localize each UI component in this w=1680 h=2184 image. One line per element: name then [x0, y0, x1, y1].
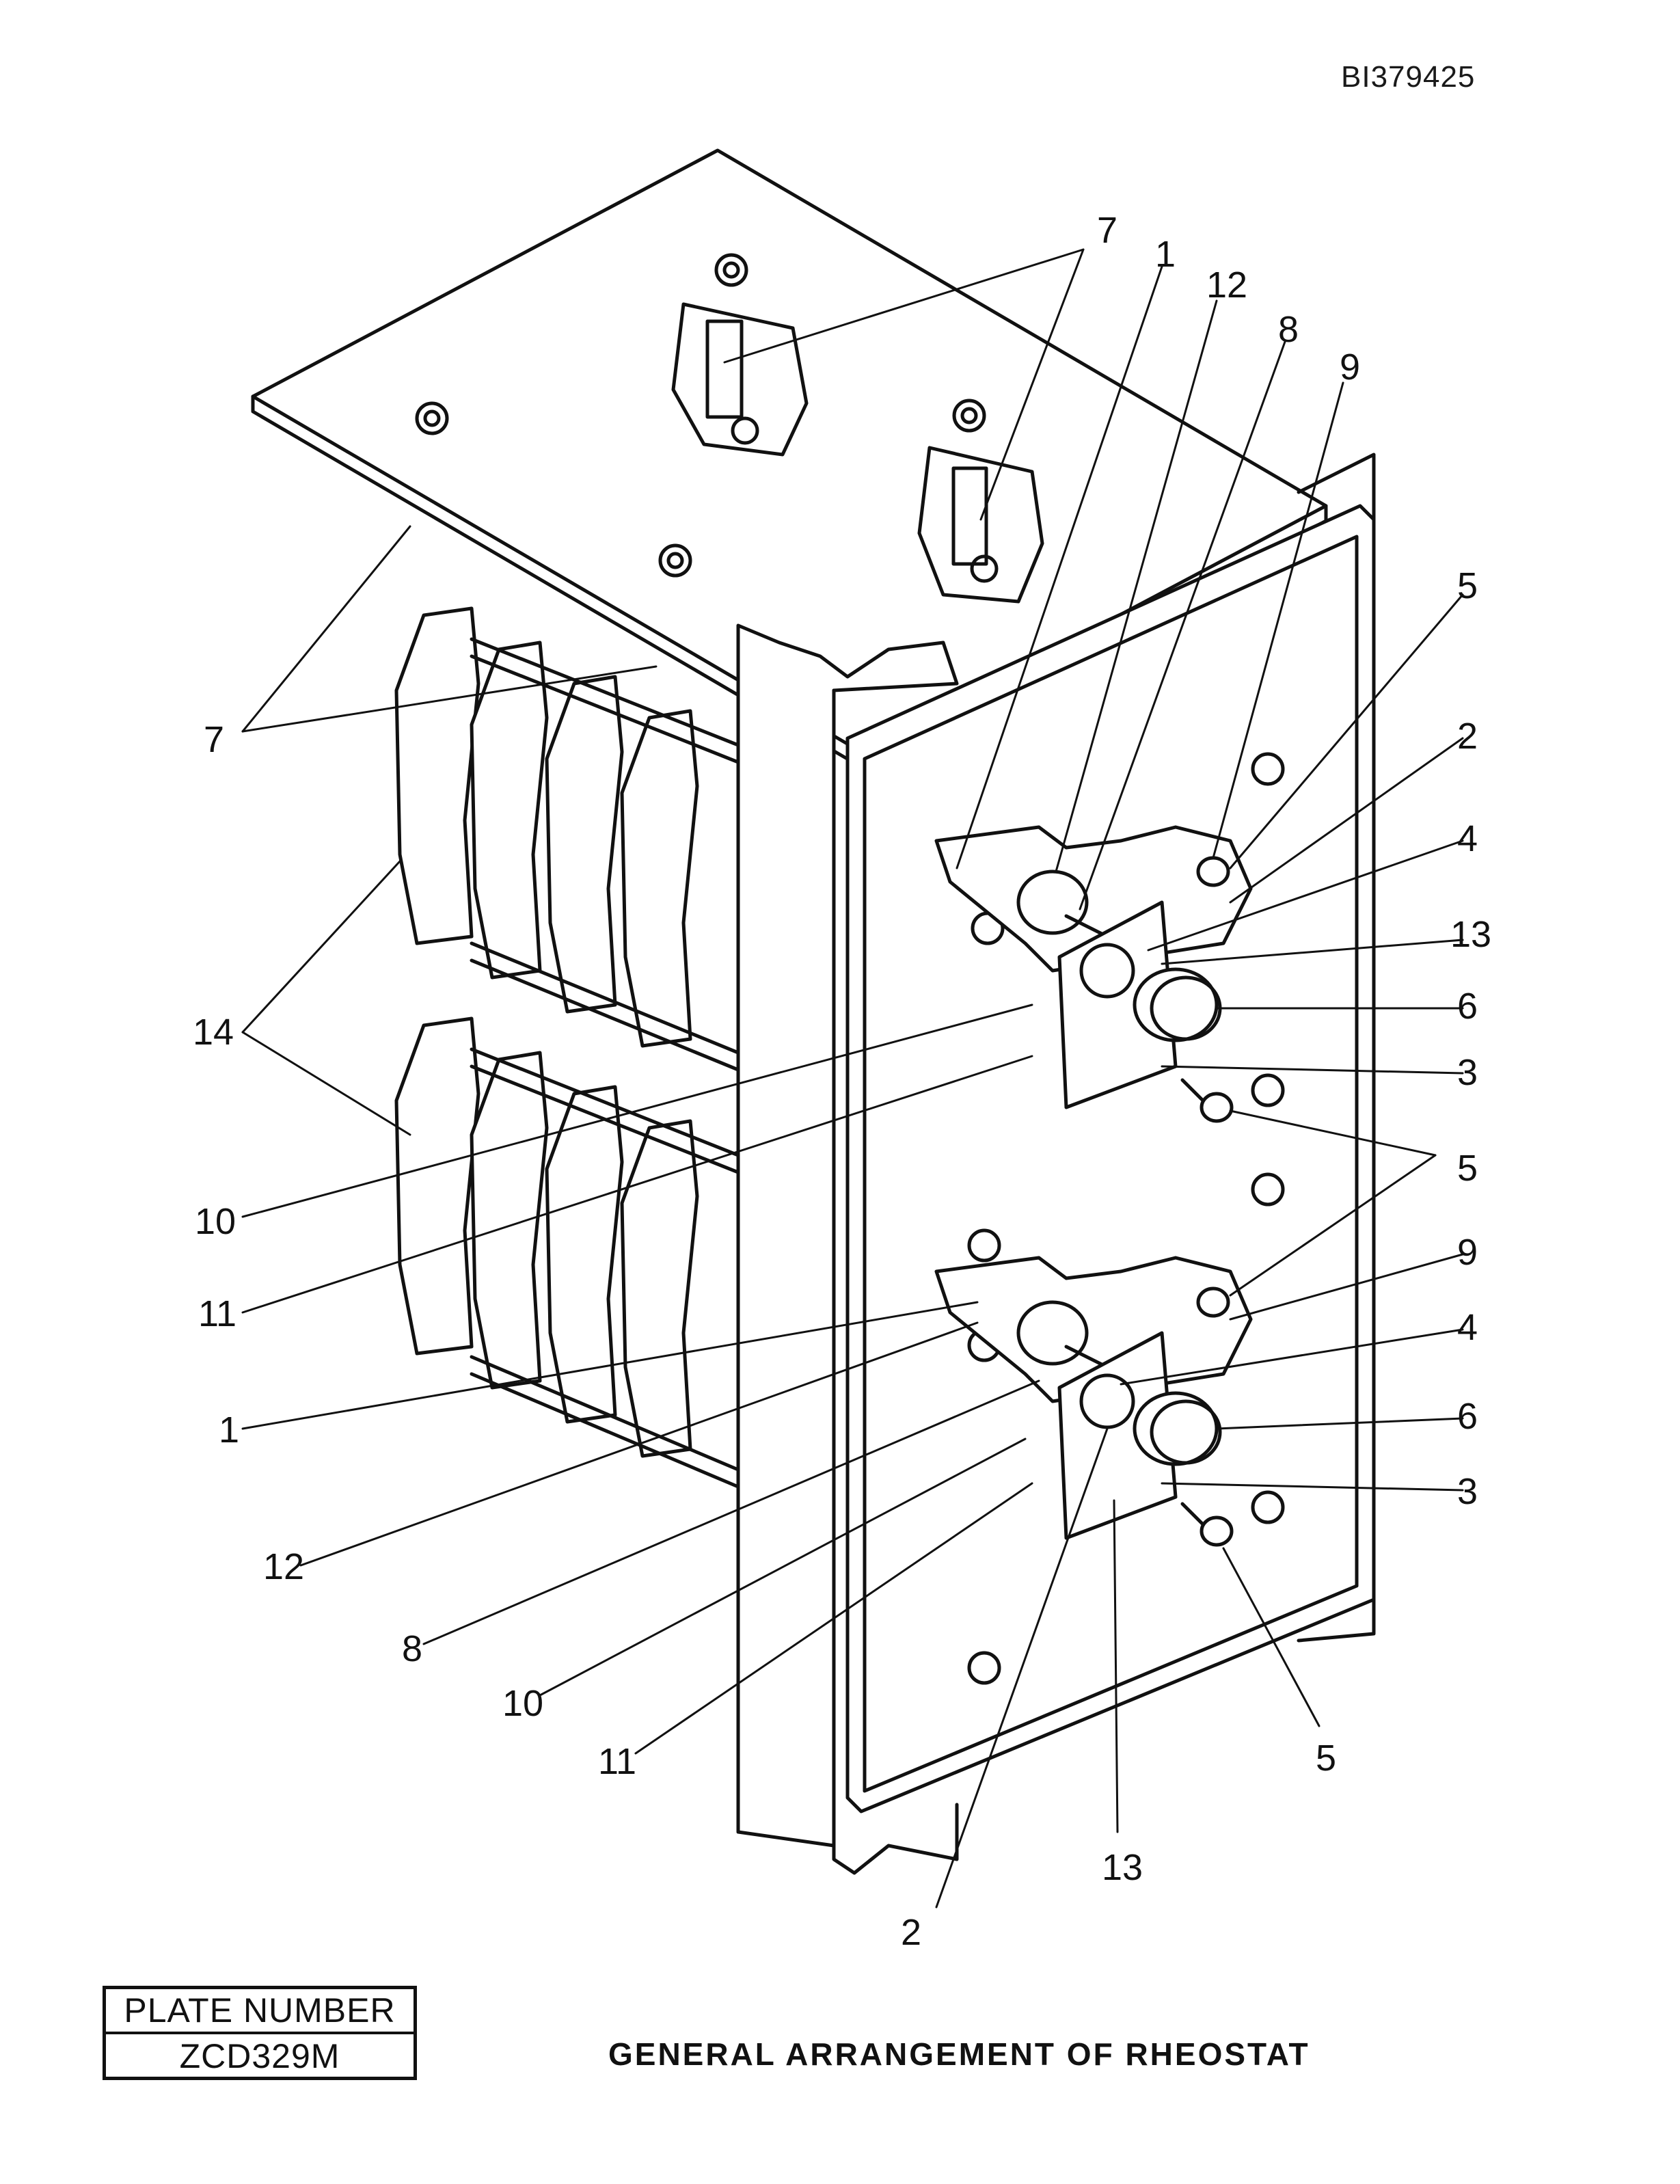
callout-8: 8: [1278, 309, 1299, 350]
callout-labels: 7 1 12 8 9 5 2 4 13 6 3 5 9 4 6 3 7 14 1…: [193, 210, 1491, 1953]
callout-8: 8: [402, 1628, 422, 1669]
resistor-grids-lower: [394, 1016, 740, 1489]
callout-6: 6: [1457, 1396, 1478, 1437]
callout-5: 5: [1457, 1148, 1478, 1189]
contact-assembly-upper: [934, 825, 1253, 1123]
top-plate: [251, 148, 1328, 769]
callout-9: 9: [1340, 347, 1360, 388]
callout-1: 1: [219, 1410, 239, 1451]
callout-10: 10: [502, 1683, 543, 1724]
plate-number-value: ZCD329M: [179, 2037, 340, 2075]
callout-7: 7: [204, 719, 224, 760]
front-panel: [845, 504, 1376, 1814]
callout-5: 5: [1457, 565, 1478, 606]
drawing-caption: GENERAL ARRANGEMENT OF RHEOSTAT: [608, 2036, 1310, 2072]
resistor-grids-upper: [394, 606, 740, 1072]
callout-3: 3: [1457, 1471, 1478, 1512]
contact-assembly-lower: [934, 1256, 1253, 1547]
callout-12: 12: [1206, 265, 1247, 306]
callout-10: 10: [195, 1201, 236, 1242]
callout-1: 1: [1155, 234, 1176, 275]
callout-5: 5: [1316, 1738, 1336, 1779]
callout-13: 13: [1102, 1847, 1143, 1888]
callout-11: 11: [198, 1293, 236, 1334]
plate-number-box: PLATE NUMBER ZCD329M: [103, 1986, 417, 2080]
callout-9: 9: [1457, 1232, 1478, 1273]
plate-number-label: PLATE NUMBER: [106, 1989, 414, 2034]
callout-11: 11: [598, 1741, 636, 1782]
callout-2: 2: [901, 1912, 921, 1953]
callout-6: 6: [1457, 986, 1478, 1027]
callout-4: 4: [1457, 1307, 1478, 1348]
callout-2: 2: [1457, 716, 1478, 757]
callout-12: 12: [263, 1546, 304, 1587]
callout-4: 4: [1457, 818, 1478, 859]
leader-lines: [241, 248, 1464, 1909]
document-id: BI379425: [1341, 60, 1476, 94]
callout-3: 3: [1457, 1052, 1478, 1093]
callout-7: 7: [1097, 210, 1117, 251]
callout-14: 14: [193, 1012, 234, 1053]
callout-13: 13: [1450, 914, 1491, 955]
